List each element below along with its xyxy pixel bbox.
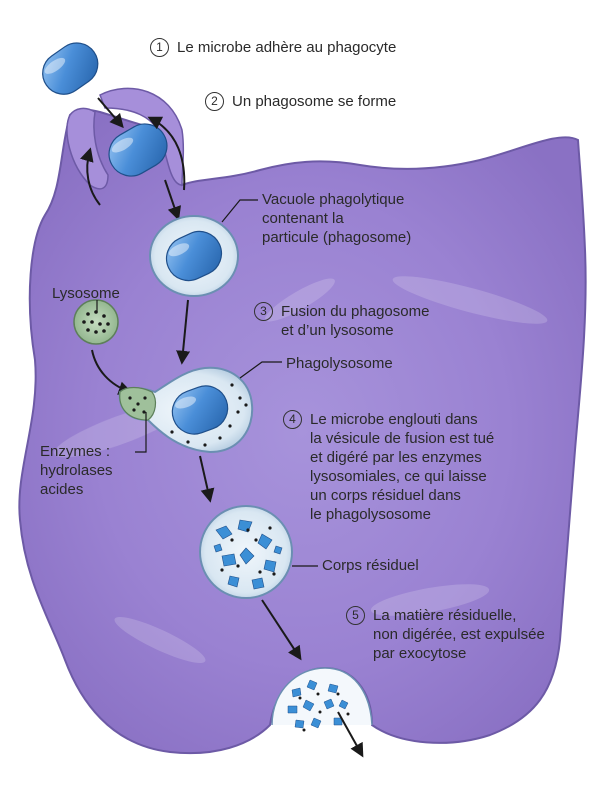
step-5-number: 5 — [346, 606, 365, 625]
label-phagolysosome: Phagolysosome — [286, 354, 393, 373]
step-4: 4 Le microbe englouti dans la vésicule d… — [283, 410, 494, 524]
step-5-text: La matière résiduelle, non digérée, est … — [373, 606, 545, 663]
step-1: 1 Le microbe adhère au phagocyte — [150, 38, 396, 57]
step-2: 2 Un phagosome se forme — [205, 92, 396, 111]
step-1-text: Le microbe adhère au phagocyte — [177, 38, 396, 57]
phagosome-vacuole — [150, 216, 238, 296]
step-4-text: Le microbe englouti dans la vésicule de … — [310, 410, 494, 524]
step-1-number: 1 — [150, 38, 169, 57]
step-5: 5 La matière résiduelle, non digérée, es… — [346, 606, 545, 663]
step-3-text: Fusion du phagosome et d’un lysosome — [281, 302, 429, 340]
label-enzymes: Enzymes : hydrolases acides — [40, 442, 113, 499]
microbe-adhering — [34, 35, 106, 103]
step-2-number: 2 — [205, 92, 224, 111]
label-lysosome: Lysosome — [52, 284, 120, 303]
lysosome — [74, 300, 118, 344]
step-3: 3 Fusion du phagosome et d’un lysosome — [254, 302, 429, 340]
residual-body — [200, 506, 292, 598]
step-3-number: 3 — [254, 302, 273, 321]
step-4-number: 4 — [283, 410, 302, 429]
label-residual-body: Corps résiduel — [322, 556, 419, 575]
step-2-text: Un phagosome se forme — [232, 92, 396, 111]
label-vacuole: Vacuole phagolytique contenant la partic… — [262, 190, 411, 247]
